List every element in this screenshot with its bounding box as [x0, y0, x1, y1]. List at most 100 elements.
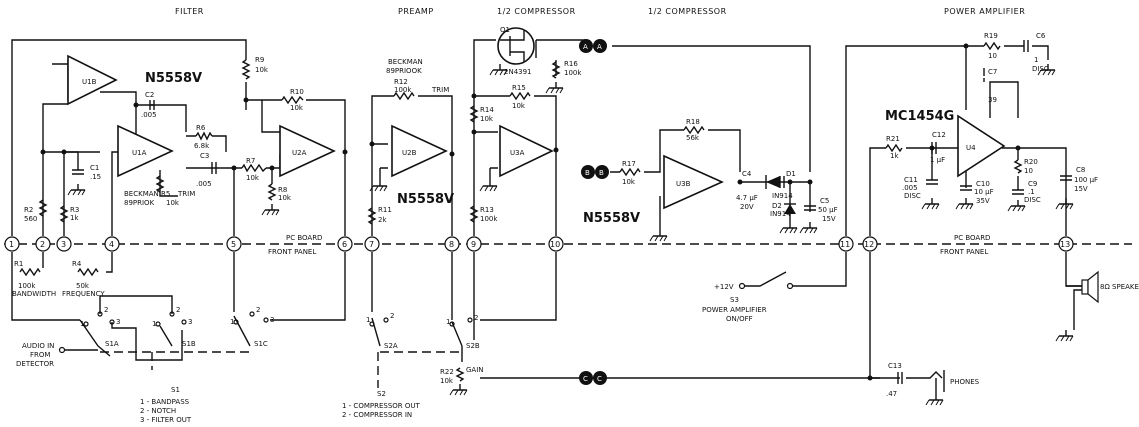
s2-label: S2: [377, 390, 386, 398]
svg-text:R17: R17: [622, 160, 636, 168]
svg-text:2: 2: [390, 312, 394, 320]
wire-pad4-down: [106, 252, 113, 273]
svg-text:2k: 2k: [378, 216, 387, 224]
wire-r17-r18: [610, 129, 766, 183]
svg-text:DISC: DISC: [904, 192, 921, 200]
svg-text:15V: 15V: [822, 215, 836, 223]
svg-text:2: 2: [474, 314, 478, 322]
switch-s3-label: S3: [730, 296, 739, 304]
svg-text:10k: 10k: [290, 104, 304, 112]
pad-9: 9: [471, 240, 476, 249]
svg-text:C9: C9: [1028, 180, 1037, 188]
pad-2: 2: [40, 240, 45, 249]
svg-text:C7: C7: [988, 68, 997, 76]
svg-text:R20: R20: [1024, 158, 1038, 166]
svg-text:1: 1: [446, 318, 450, 326]
svg-text:A: A: [583, 43, 588, 51]
svg-text:C1: C1: [90, 164, 99, 172]
svg-text:100 µF: 100 µF: [1074, 176, 1098, 184]
svg-text:R10: R10: [290, 88, 304, 96]
opamp-u1a-label: U1A: [132, 149, 147, 157]
opamp-u4: [957, 114, 1006, 178]
pad-1: 1: [9, 240, 14, 249]
opamp-u3a: [499, 124, 554, 178]
svg-text:R8: R8: [278, 186, 287, 194]
opamp-u3a-label: U3A: [510, 149, 525, 157]
svg-text:15V: 15V: [1074, 185, 1088, 193]
board-pads: 1 2 3 4 5 6 7 8 9 10 11 12 13: [4, 236, 1074, 252]
svg-text:1 µF: 1 µF: [930, 156, 945, 164]
svg-text:R2: R2: [24, 206, 33, 214]
svg-text:C10: C10: [976, 180, 990, 188]
svg-text:DISC: DISC: [1024, 196, 1041, 204]
svg-text:R13: R13: [480, 206, 494, 214]
speaker-icon: [1066, 270, 1099, 330]
svg-text:10k: 10k: [440, 377, 454, 385]
switch-s2b-label: S2B: [466, 342, 480, 350]
connector-c: C C: [579, 371, 607, 385]
switch-s2: [369, 317, 473, 388]
wire-c7: [989, 81, 1019, 118]
svg-text:R11: R11: [378, 206, 392, 214]
svg-text:BECKMAN: BECKMAN: [388, 58, 423, 66]
switch-position-numbers: 1 2 3 1 2 3 1 2 3 1 2 1 2: [80, 306, 478, 328]
chip-label-comp: N5558V: [583, 211, 640, 226]
wire-r5-trim: [159, 170, 178, 197]
opamp-u2a: [279, 124, 336, 178]
wire-preamp-fb: [371, 95, 453, 236]
svg-text:3: 3: [270, 316, 274, 324]
svg-text:100k: 100k: [564, 69, 582, 77]
svg-text:BECKMAN R5: BECKMAN R5: [124, 190, 170, 198]
pad-4: 4: [109, 240, 114, 249]
svg-text:2: 2: [104, 306, 108, 314]
svg-text:R14: R14: [480, 106, 494, 114]
wire-comp-fb: [473, 39, 557, 236]
svg-text:FREQUENCY: FREQUENCY: [62, 290, 105, 298]
svg-text:100k: 100k: [480, 215, 498, 223]
pad-10: 10: [550, 240, 560, 249]
svg-text:.005: .005: [902, 184, 918, 192]
section-title-comp2: 1/2 COMPRESSOR: [648, 7, 727, 16]
svg-text:2: 2: [256, 306, 260, 314]
svg-text:C11: C11: [904, 176, 918, 184]
resistor-symbols: [19, 41, 1023, 382]
svg-text:10 µF: 10 µF: [974, 188, 994, 196]
svg-text:C4: C4: [742, 170, 752, 178]
capacitor-symbols: [72, 40, 1072, 384]
opamp-u4-label: U4: [966, 144, 976, 152]
front-panel-label-1: FRONT PANEL: [268, 248, 316, 256]
switch-s3: [738, 271, 820, 290]
wire-pad12-down: [869, 252, 900, 379]
svg-text:R12: R12: [394, 78, 408, 86]
svg-text:IN914: IN914: [770, 210, 791, 218]
component-labels: Q1 2N4391 R1 100k BANDWIDTH R2 560 R3 1k…: [12, 26, 1098, 398]
svg-text:1: 1: [80, 320, 84, 328]
svg-text:Q1: Q1: [500, 26, 510, 34]
switch-s1c-label: S1C: [254, 340, 268, 348]
pad-11: 11: [840, 240, 850, 249]
wire-u2b-gnd: [379, 167, 388, 180]
svg-text:39: 39: [988, 96, 997, 104]
opamp-u2b: [391, 124, 448, 178]
connector-b: B B: [581, 165, 609, 179]
svg-text:10k: 10k: [166, 199, 180, 207]
svg-text:B: B: [599, 169, 604, 177]
svg-text:R18: R18: [686, 118, 700, 126]
svg-text:3: 3: [188, 318, 192, 326]
switch-s1b-label: S1B: [182, 340, 196, 348]
switch-s3-func2: ON/OFF: [726, 315, 753, 323]
pad-13: 13: [1060, 240, 1070, 249]
svg-text:50k: 50k: [76, 282, 90, 290]
wire-pad6-down: [270, 252, 346, 321]
chip-label-preamp: N5558V: [397, 192, 454, 207]
audio-in-label-2: FROM: [30, 351, 50, 359]
svg-text:1: 1: [366, 316, 370, 324]
svg-text:10k: 10k: [255, 66, 269, 74]
svg-text:89PRIOOK: 89PRIOOK: [386, 67, 422, 75]
wire-power-top: [845, 45, 1049, 236]
svg-text:1: 1: [1034, 56, 1038, 64]
svg-text:D2: D2: [772, 202, 782, 210]
wire-pad13-down: [1065, 252, 1082, 287]
svg-text:R16: R16: [564, 60, 578, 68]
s2-legend-2: 2 - COMPRESSOR IN: [342, 411, 412, 419]
